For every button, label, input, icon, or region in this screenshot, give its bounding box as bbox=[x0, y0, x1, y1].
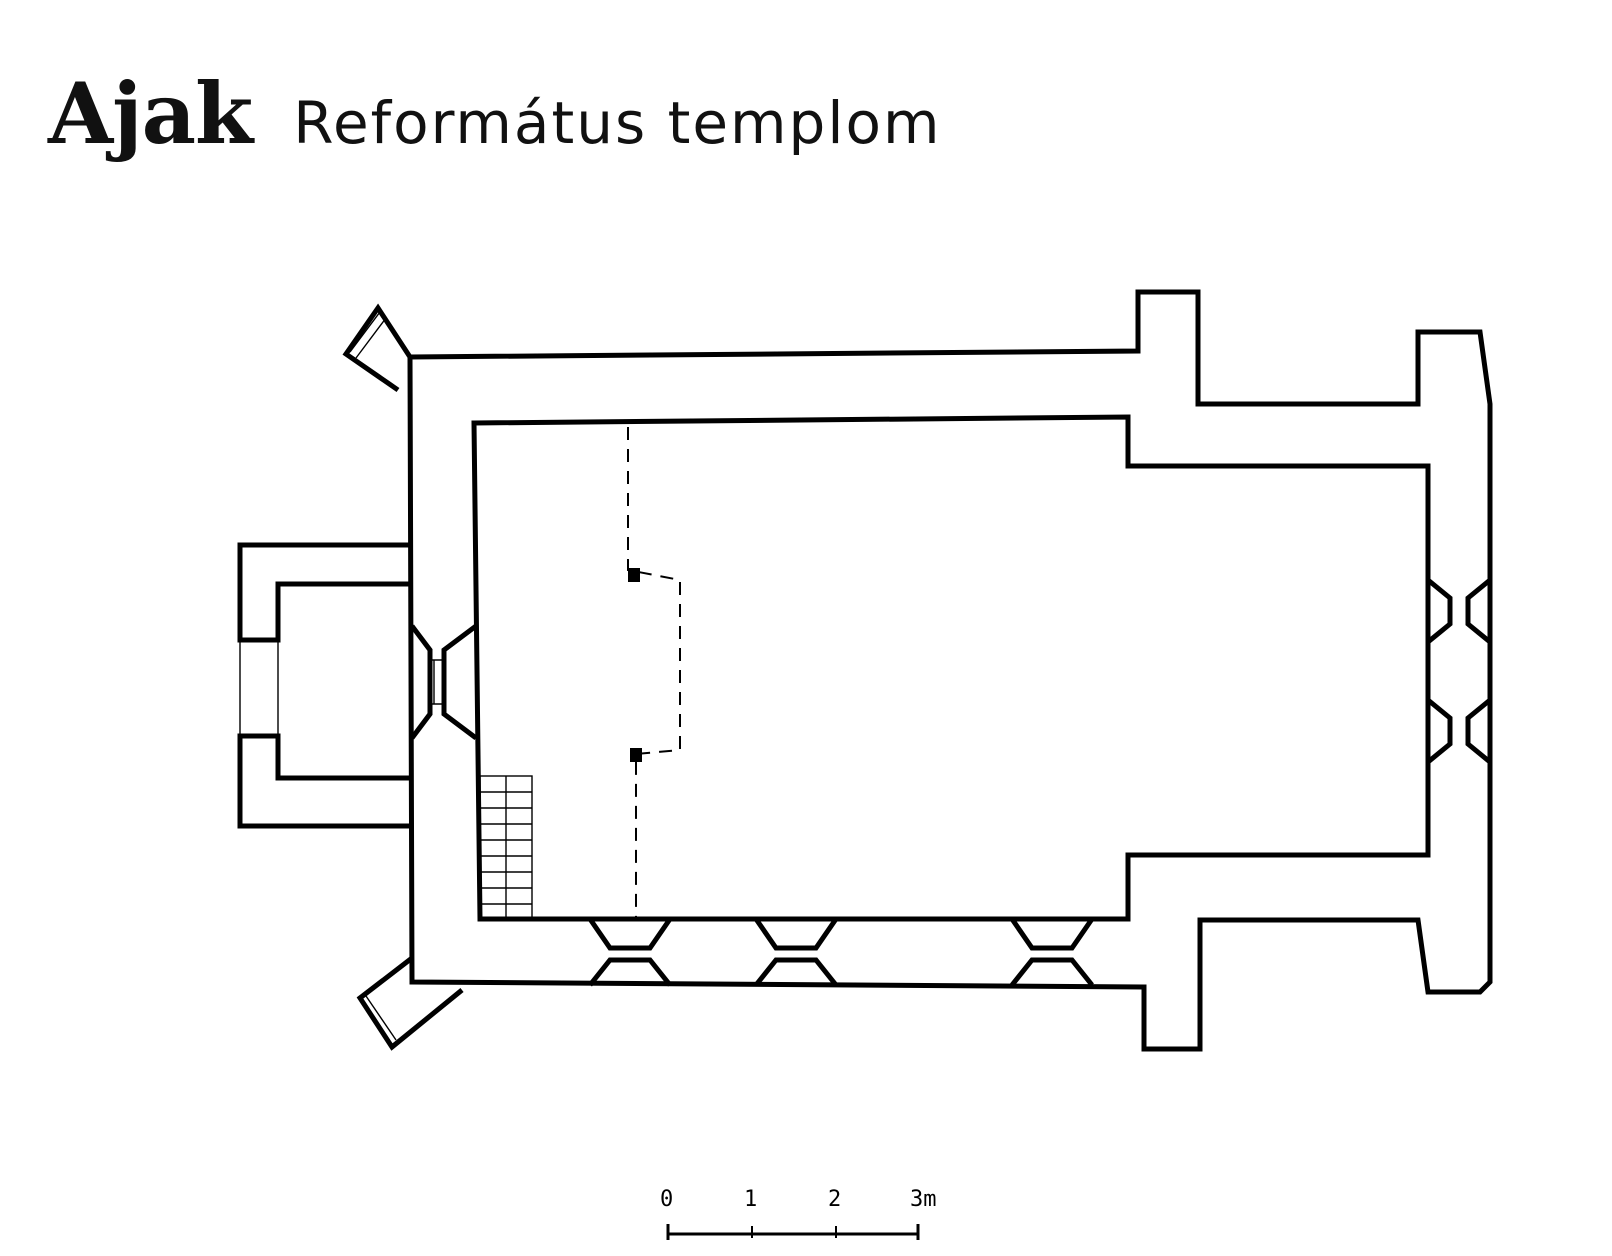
scale-tick-label: 1 bbox=[744, 1187, 757, 1212]
gallery-outline bbox=[627, 427, 681, 919]
scale-tick-label: 2 bbox=[828, 1187, 841, 1212]
south-window-3 bbox=[1009, 917, 1095, 987]
west-porch bbox=[237, 542, 410, 643]
nw-buttress bbox=[342, 303, 413, 393]
east-window-1 bbox=[1426, 578, 1492, 644]
inner-wall bbox=[471, 414, 1431, 922]
south-window-2 bbox=[753, 917, 839, 987]
west-doorway bbox=[410, 624, 478, 740]
sw-buttress bbox=[356, 956, 464, 1051]
gallery-pillar bbox=[628, 568, 640, 582]
outer-wall bbox=[407, 289, 1493, 1052]
gallery-pillar bbox=[630, 748, 642, 762]
scale-tick-label: 3m bbox=[910, 1187, 937, 1212]
drawing-title: Ajak Református templom bbox=[48, 64, 941, 163]
stair bbox=[479, 775, 533, 920]
title-place-name: Ajak bbox=[48, 64, 253, 163]
scale-bar: 0 1 2 3m bbox=[660, 1187, 937, 1240]
south-window-1 bbox=[587, 917, 673, 987]
scale-tick-label: 0 bbox=[660, 1187, 673, 1212]
east-window-2 bbox=[1426, 698, 1492, 764]
title-building-type: Református templom bbox=[293, 89, 942, 157]
